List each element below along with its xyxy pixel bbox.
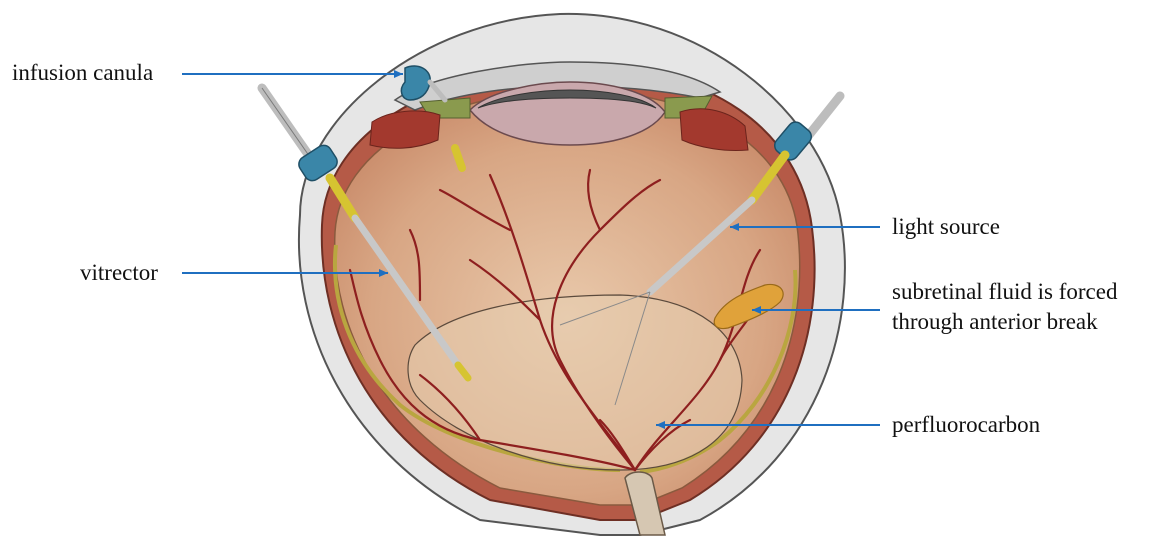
label-vitrector: vitrector	[80, 258, 158, 288]
label-perfluorocarbon: perfluorocarbon	[892, 410, 1040, 440]
label-light-source: light source	[892, 212, 1000, 242]
label-subretinal-fluid-line2: through anterior break	[892, 307, 1098, 337]
label-infusion-canula: infusion canula	[12, 58, 153, 88]
label-subretinal-fluid-line1: subretinal fluid is forced	[892, 277, 1117, 307]
